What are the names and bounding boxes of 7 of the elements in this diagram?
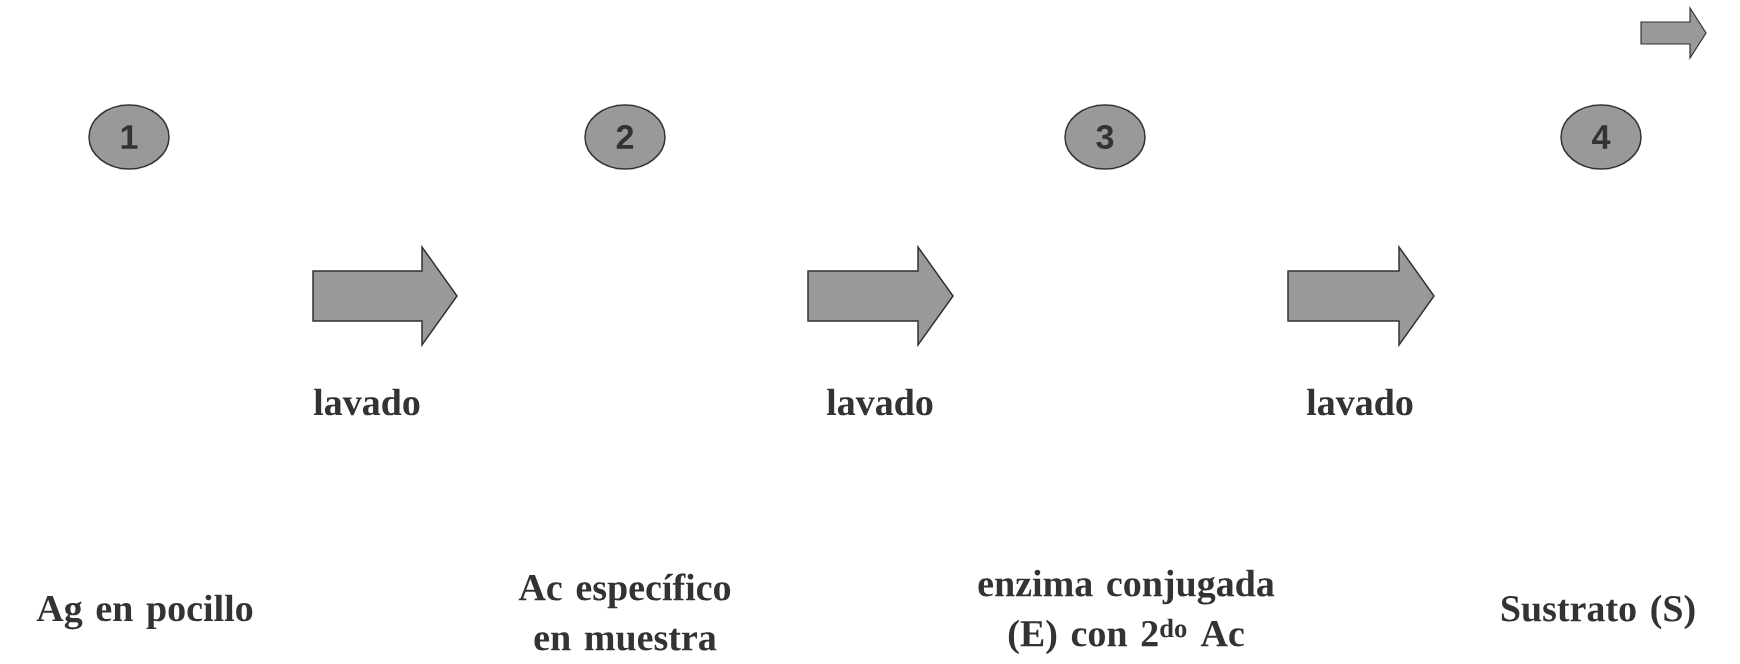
- step-caption: Ac específico en muestra: [518, 573, 731, 651]
- step-label: lavado: [313, 388, 420, 416]
- step-caption: enzima conjugada (E) con 2$^{do}$ Ac: [978, 569, 1275, 655]
- step-label: lavado: [826, 388, 933, 416]
- step-caption: Sustrato (S): [1501, 594, 1695, 630]
- step-label: lavado: [1306, 388, 1413, 416]
- step-caption: Ag en pocillo: [36, 594, 253, 630]
